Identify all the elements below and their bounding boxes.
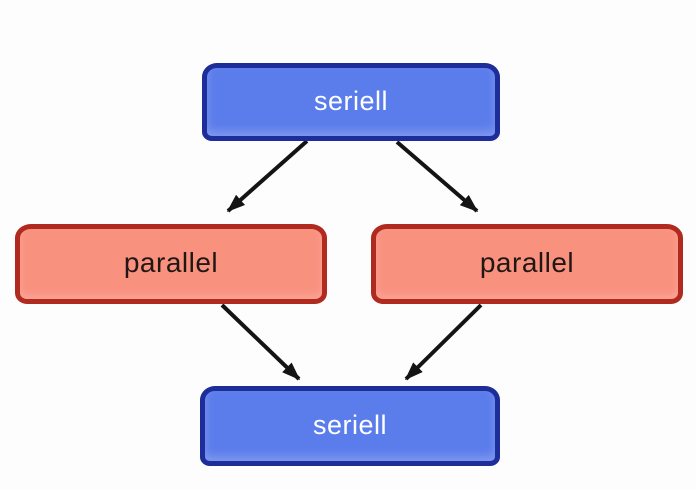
- node-seriell-bottom: seriell: [200, 386, 500, 466]
- node-seriell-top: seriell: [202, 63, 500, 141]
- arrow-parallel-left-to-seriell-bottom: [220, 303, 301, 381]
- node-parallel-right: parallel: [371, 224, 683, 304]
- arrow-parallel-right-to-seriell-bottom: [404, 303, 483, 381]
- node-seriell-bottom-label: seriell: [312, 409, 388, 440]
- node-parallel-right-label: parallel: [479, 247, 575, 278]
- node-seriell-top-label: seriell: [313, 85, 389, 116]
- node-parallel-left-label: parallel: [123, 247, 219, 278]
- arrow-seriell-top-to-parallel-left: [226, 139, 309, 213]
- node-parallel-left: parallel: [15, 224, 327, 304]
- arrow-seriell-top-to-parallel-right: [395, 140, 479, 213]
